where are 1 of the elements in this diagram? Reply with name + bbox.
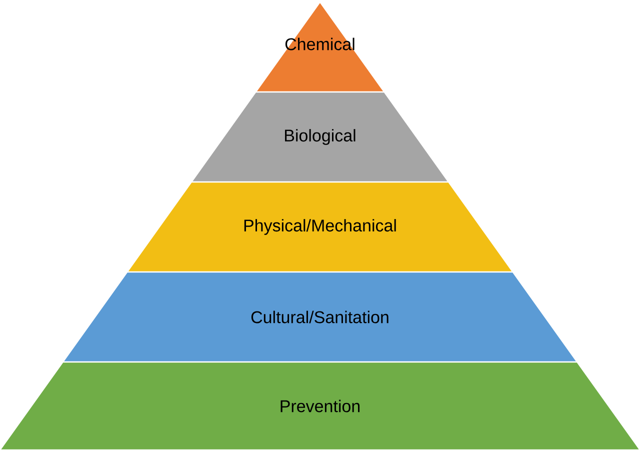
- pyramid-tier: Prevention: [0, 361, 640, 451]
